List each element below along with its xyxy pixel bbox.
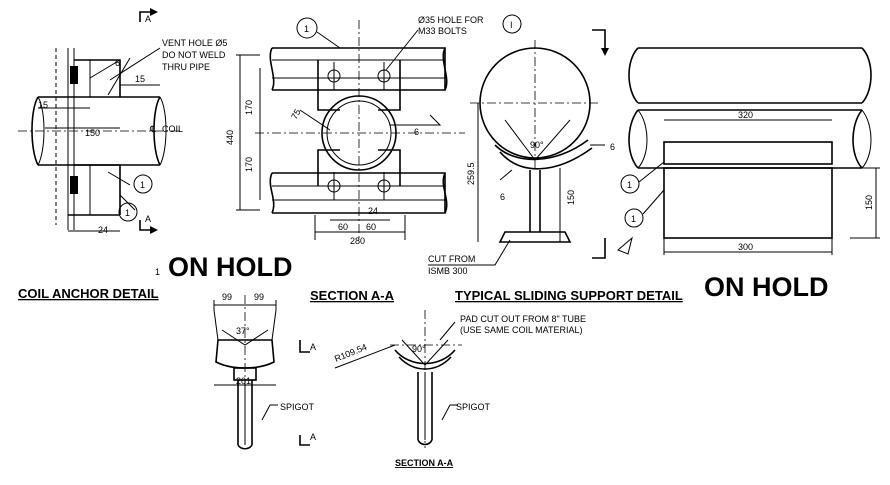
centreline-label: ℄	[149, 124, 156, 134]
svg-text:1: 1	[627, 180, 632, 190]
balloon-1-side-b: 1	[624, 189, 665, 228]
svg-text:A: A	[145, 214, 151, 224]
dim-75: 75	[289, 107, 303, 121]
on-hold-stamp-1: ON HOLD	[168, 252, 293, 282]
section-mark-bottom-left-2: A	[299, 432, 316, 446]
section-mark-right-bottom	[592, 236, 633, 259]
svg-text:1: 1	[140, 180, 145, 190]
dim-90-b: 90°	[412, 344, 426, 354]
section-mark-right-top	[592, 29, 609, 56]
dim-60-b: 60	[366, 222, 376, 232]
title-section-aa-small: SECTION A-A	[395, 458, 454, 468]
dim-150-a: 150	[85, 128, 100, 138]
spigot-label-left: SPIGOT	[280, 402, 315, 412]
section-mark-bottom: A	[139, 214, 158, 234]
balloon-1-coil-b: 1	[118, 202, 138, 222]
balloon-1-coil-a: 1	[133, 174, 153, 194]
dim-150-b: 150	[566, 190, 576, 205]
pad-note-1: PAD CUT OUT FROM 8" TUBE	[460, 314, 586, 324]
dim-320: 320	[738, 110, 753, 120]
cut-from-note-2: ISMB 300	[428, 266, 468, 276]
dim-99-a: 99	[222, 292, 232, 302]
dim-440: 440	[225, 130, 235, 145]
dim-60-a: 60	[338, 222, 348, 232]
dim-37: 37°	[236, 326, 250, 336]
dim-150-c: 150	[864, 195, 874, 210]
balloon-i-bolt: I	[502, 14, 522, 34]
title-sliding-support: TYPICAL SLIDING SUPPORT DETAIL	[455, 288, 683, 303]
bolt-hole-note-2: M33 BOLTS	[418, 26, 467, 36]
dim-259: 259.5	[466, 162, 476, 185]
balloon-1-side-a: 1	[620, 161, 665, 194]
title-coil-anchor: COIL ANCHOR DETAIL	[18, 286, 159, 301]
dim-280: 280	[350, 236, 365, 246]
balloon-1-clamp: 1	[296, 17, 341, 49]
dim-6-c: 6	[500, 192, 505, 202]
dim-99-b: 99	[254, 292, 264, 302]
vent-hole-note-1: VENT HOLE Ø5	[162, 38, 227, 48]
svg-text:A: A	[145, 14, 151, 24]
svg-text:1: 1	[125, 208, 130, 218]
vent-hole-note-3: THRU PIPE	[162, 62, 210, 72]
dim-300: 300	[738, 242, 753, 252]
spigot-section-left	[213, 295, 278, 450]
spigot-section-right	[334, 310, 462, 448]
dim-15-b: 15	[38, 100, 48, 110]
dim-6-d: 6	[610, 142, 615, 152]
coil-anchor-detail	[18, 48, 180, 232]
dim-90-a: 90°	[530, 140, 544, 150]
svg-text:A: A	[310, 342, 316, 352]
spigot-label-right: SPIGOT	[456, 402, 491, 412]
pad-note-2: (USE SAME COIL MATERIAL)	[460, 325, 583, 335]
radius-109: R109.54	[333, 342, 368, 364]
sliding-support-end-view	[470, 40, 605, 243]
section-mark-top: A	[139, 8, 158, 24]
dim-170-b: 170	[244, 157, 254, 172]
svg-text:I: I	[510, 20, 513, 30]
dim-15-a: 15	[135, 74, 145, 84]
dim-6-b: 6	[414, 127, 419, 137]
dim-170-a: 170	[244, 100, 254, 115]
cut-from-note-1: CUT FROM	[428, 254, 475, 264]
clamp-detail	[236, 20, 465, 240]
title-section-aa: SECTION A-A	[310, 288, 395, 303]
section-mark-bottom-left-1: A	[299, 340, 316, 353]
on-hold-stamp-2: ON HOLD	[704, 272, 829, 302]
dim-201: 201	[236, 376, 251, 386]
dim-24-b: 24	[368, 206, 378, 216]
sliding-support-side-view	[628, 47, 880, 255]
svg-text:1: 1	[304, 24, 309, 34]
svg-text:A: A	[310, 432, 316, 442]
dim-6-a: 6	[115, 58, 120, 68]
bolt-hole-note-1: Ø35 HOLE FOR	[418, 15, 484, 25]
vent-hole-note-2: DO NOT WELD	[162, 50, 226, 60]
dim-24-a: 24	[98, 225, 108, 235]
coil-label: COIL	[162, 124, 183, 134]
svg-text:1: 1	[631, 214, 636, 224]
sheet-number: 1	[155, 267, 160, 277]
